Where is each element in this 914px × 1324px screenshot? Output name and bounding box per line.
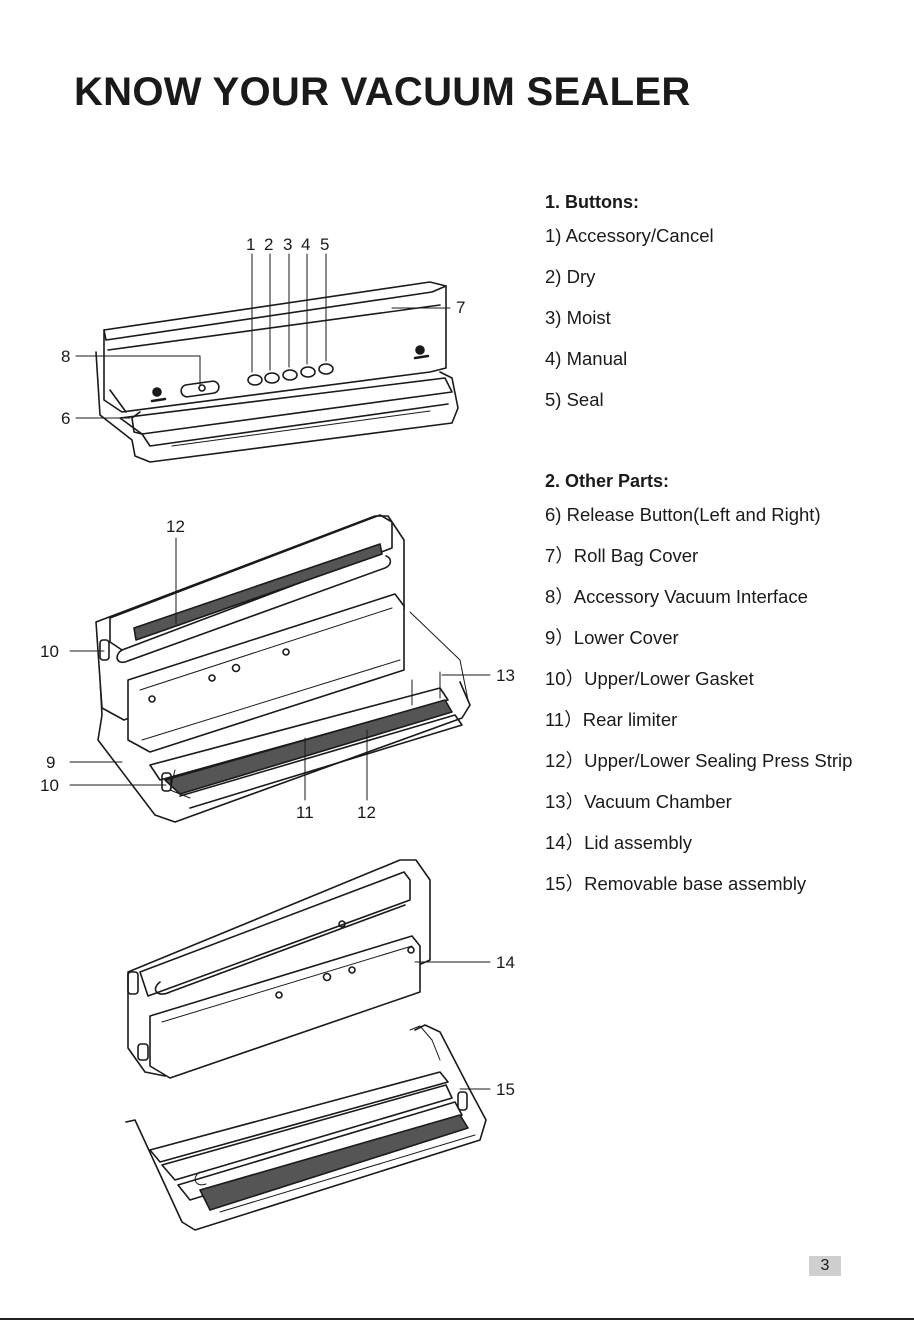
callout-14: 14	[496, 953, 515, 972]
callout-4: 4	[301, 235, 310, 254]
callout-7: 7	[456, 298, 465, 317]
list-item: 4) Manual	[545, 348, 628, 369]
callout-10-upper: 10	[40, 642, 59, 661]
callout-5: 5	[320, 235, 329, 254]
page-number: 3	[809, 1256, 841, 1276]
list-item: 12）Upper/Lower Sealing Press Strip	[545, 750, 853, 771]
callout-6: 6	[61, 409, 70, 428]
list-item: 5) Seal	[545, 389, 604, 410]
callout-2: 2	[264, 235, 273, 254]
list-item: 14）Lid assembly	[545, 832, 693, 853]
section-gap	[545, 429, 905, 469]
callout-15: 15	[496, 1080, 515, 1099]
list-item: 15）Removable base assembly	[545, 873, 807, 894]
callout-9: 9	[46, 753, 55, 772]
callout-labels: 1 2 3 4 5 7 8 6 12 10 13 9 10 11 12 14 1…	[40, 235, 515, 1099]
list-item: 13）Vacuum Chamber	[545, 791, 732, 812]
list-item: 8）Accessory Vacuum Interface	[545, 586, 808, 607]
list-item: 1) Accessory/Cancel	[545, 225, 714, 246]
list-item: 6) Release Button(Left and Right)	[545, 504, 821, 525]
buttons-heading: 1. Buttons:	[545, 192, 639, 212]
callout-1: 1	[246, 235, 255, 254]
disassembled-sealer-illustration	[125, 859, 491, 1231]
list-item: 3) Moist	[545, 307, 611, 328]
callout-10-lower: 10	[40, 776, 59, 795]
list-item: 2) Dry	[545, 266, 596, 287]
callout-8: 8	[61, 347, 70, 366]
closed-sealer-illustration	[75, 253, 459, 463]
callout-13: 13	[496, 666, 515, 685]
callout-3: 3	[283, 235, 292, 254]
bottom-divider	[0, 1318, 914, 1320]
callout-11: 11	[296, 803, 314, 822]
callout-12-upper: 12	[166, 517, 185, 536]
list-item: 11）Rear limiter	[545, 709, 678, 730]
other-parts-heading: 2. Other Parts:	[545, 471, 670, 491]
list-item: 9）Lower Cover	[545, 627, 679, 648]
page-title: KNOW YOUR VACUUM SEALER	[74, 70, 691, 114]
callout-12-lower: 12	[357, 803, 376, 822]
list-item: 7）Roll Bag Cover	[545, 545, 699, 566]
parts-legend: 1. Buttons: 1) Accessory/Cancel 2) Dry 3…	[545, 190, 905, 913]
other-parts-list: 6) Release Button(Left and Right) 7）Roll…	[545, 503, 905, 913]
list-item: 10）Upper/Lower Gasket	[545, 668, 754, 689]
buttons-list: 1) Accessory/Cancel 2) Dry 3) Moist 4) M…	[545, 224, 905, 429]
open-sealer-illustration	[69, 514, 491, 823]
